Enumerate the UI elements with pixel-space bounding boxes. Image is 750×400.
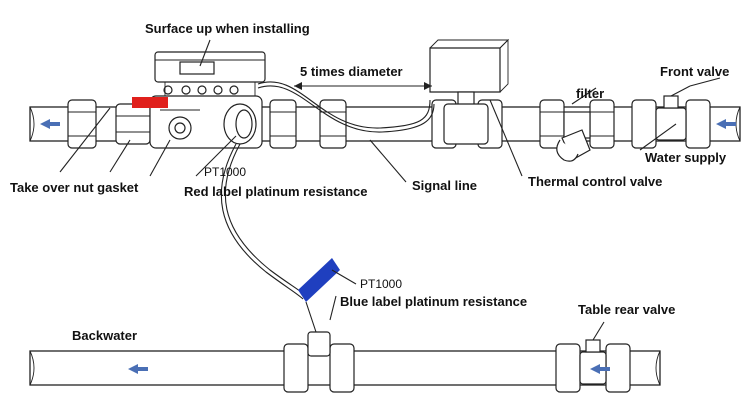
heat-meter-body [149,95,263,149]
filter [556,111,591,162]
leader-lines [59,39,721,321]
probe-cable [224,143,307,297]
signal-line-2 [257,85,435,133]
front-valve-label: Front valve [660,64,729,79]
pt1000-bottom-label: PT1000 [360,277,402,291]
left-arrow-icon [40,119,60,129]
thermal-control-valve-label: Thermal control valve [528,174,662,189]
right-arrow-icon [590,364,610,374]
filter-label: filter [576,86,604,101]
signal-line [257,81,431,129]
front-valve [655,85,691,141]
red-label-platinum-resistance-label: Red label platinum resistance [184,184,368,199]
red-label-platinum-resistance [132,97,168,108]
water-supply-label: Water supply [645,150,727,165]
red-label [132,97,168,108]
five-times-diameter-label: 5 times diameter [300,64,403,79]
pt1000-top-label: PT1000 [204,165,246,179]
blue-label [298,258,340,302]
blue-label-platinum-resistance [298,258,340,333]
backwater-label: Backwater [72,328,137,343]
surface-up-label: Surface up when installing [145,21,310,36]
signal-line-label: Signal line [412,178,477,193]
left-arrow-icon [716,119,736,129]
calculator-unit [154,51,266,96]
blue-label-platinum-resistance-label: Blue label platinum resistance [340,294,527,309]
right-arrow-icon [128,364,148,374]
dimension-arrow [294,82,432,90]
table-rear-valve [579,321,607,385]
thermal-control-valve [429,38,510,145]
probe-cable-2 [220,143,304,300]
table-rear-valve-label: Table rear valve [578,302,675,317]
take-over-nut-gasket-label: Take over nut gasket [10,180,139,195]
